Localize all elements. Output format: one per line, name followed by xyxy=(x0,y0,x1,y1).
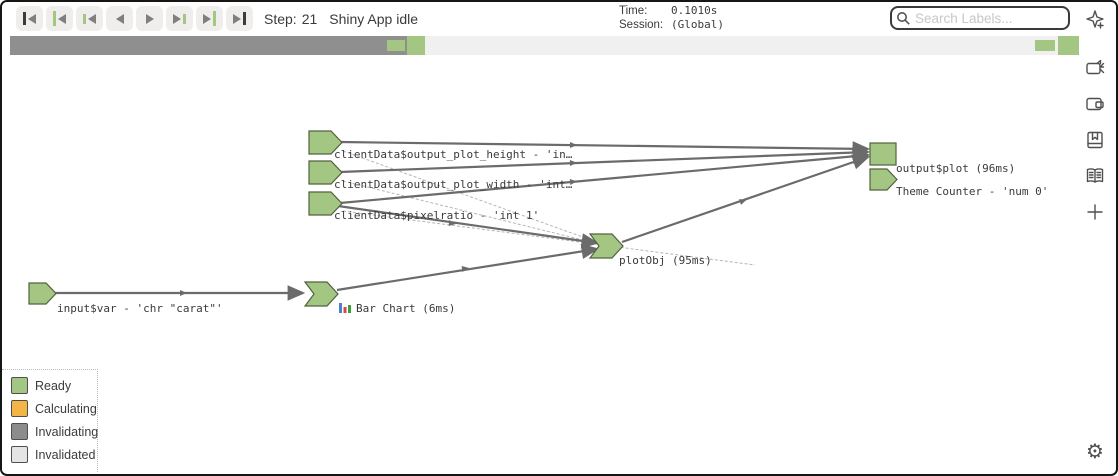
wallet-icon[interactable] xyxy=(1084,93,1106,115)
edge-height-plotobj-dashed xyxy=(342,150,592,241)
timeline-handle-current[interactable] xyxy=(407,36,425,55)
ready-swatch xyxy=(11,377,28,394)
session-label: Session: xyxy=(619,19,664,31)
bar-chart-icon xyxy=(339,303,351,313)
step-forward-icon xyxy=(233,13,241,24)
edge-width-outputplot xyxy=(339,144,871,174)
step-forward-icon xyxy=(203,13,211,24)
step-forward-medium-button[interactable] xyxy=(166,6,193,31)
playback-controls xyxy=(16,6,253,31)
node-clientdata-output-plot-width[interactable] xyxy=(308,160,343,185)
step-forward-large-button[interactable] xyxy=(196,6,223,31)
arrowhead xyxy=(180,290,187,296)
calculating-swatch xyxy=(11,400,28,417)
step-back-icon xyxy=(28,13,36,24)
time-session-info: Time: 0.1010s Session: (Global) xyxy=(619,4,724,32)
arrowhead xyxy=(569,142,577,148)
edge-pixelratio-plotobj-dashed xyxy=(342,210,756,266)
node-plotobj[interactable] xyxy=(588,233,624,259)
time-label: Time: xyxy=(619,5,648,17)
legend-item-calculating: Calculating xyxy=(11,400,97,417)
search-input[interactable] xyxy=(913,9,1057,27)
marker-bar-icon xyxy=(53,11,56,26)
toolbar: Step: 21 Shiny App idle Time: 0.1010s Se… xyxy=(2,2,1116,35)
legend-item-invalidating: Invalidating xyxy=(11,423,99,440)
timeline-scrubber[interactable] xyxy=(10,36,1079,55)
gear-icon[interactable]: ⚙ xyxy=(1086,439,1104,463)
jump-to-start-button[interactable] xyxy=(16,6,43,31)
step-label: Step: xyxy=(264,10,297,27)
marker-bar-icon xyxy=(213,11,216,26)
sparkle-icon[interactable] xyxy=(1084,8,1106,30)
step-back-icon xyxy=(58,13,66,24)
node-clientdata-output-plot-height[interactable] xyxy=(308,130,343,155)
bookmark-book-icon[interactable] xyxy=(1084,129,1106,151)
step-forward-button[interactable] xyxy=(136,6,163,31)
step-value: 21 xyxy=(301,10,318,27)
timeline-progress xyxy=(10,36,407,55)
edge-plotobj-outputplot xyxy=(621,154,871,244)
step-forward-icon xyxy=(145,13,154,24)
step-forward-icon xyxy=(173,13,181,24)
node-clientdata-pixelratio[interactable] xyxy=(308,191,343,216)
arrowhead xyxy=(569,160,577,166)
marker-bar-icon xyxy=(183,13,186,24)
edge-height-outputplot xyxy=(339,140,871,157)
node-label-theme-counter[interactable]: Theme Counter - 'num 0' xyxy=(896,185,1048,198)
arrowhead xyxy=(448,220,456,226)
legend-label: Ready xyxy=(35,378,72,393)
legend-label: Calculating xyxy=(35,401,97,416)
session-value: (Global) xyxy=(671,18,724,31)
node-label-bar-chart[interactable]: Bar Chart (6ms) xyxy=(356,302,455,315)
step-back-medium-button[interactable] xyxy=(76,6,103,31)
legend-item-invalidated: Invalidated xyxy=(11,446,97,463)
edge-pixelratio-outputplot xyxy=(339,148,871,205)
edge-pixelratio-plotobj xyxy=(337,204,600,249)
step-back-large-button[interactable] xyxy=(46,6,73,31)
marker-bar-icon xyxy=(83,13,86,24)
search-icon xyxy=(897,11,910,25)
node-label-output-plot[interactable]: output$plot (96ms) xyxy=(896,162,1015,175)
edge-width-plotobj-dashed xyxy=(342,180,592,243)
start-bar-icon xyxy=(23,12,26,25)
arrowhead xyxy=(739,199,747,205)
timeline-mark-end xyxy=(1035,40,1055,51)
edge-barchart-plotobj xyxy=(336,243,600,292)
legend-label: Invalidating xyxy=(35,424,99,439)
step-back-button[interactable] xyxy=(106,6,133,31)
step-back-icon xyxy=(115,13,124,24)
node-input-var[interactable] xyxy=(28,282,57,305)
end-bar-icon xyxy=(243,12,246,25)
search-box xyxy=(890,6,1070,30)
timeline-handle-end[interactable] xyxy=(1058,36,1079,55)
app-status: Shiny App idle xyxy=(329,10,419,27)
invalidated-swatch xyxy=(11,446,28,463)
step-status: Step: 21 Shiny App idle xyxy=(264,2,418,35)
node-label-clientdata-output-plot-width[interactable]: clientData$output_plot_width - 'int… xyxy=(334,178,573,191)
time-value: 0.1010s xyxy=(671,4,718,17)
node-theme-counter[interactable] xyxy=(869,168,898,191)
node-label-plotobj[interactable]: plotObj (95ms) xyxy=(619,254,712,267)
legend-label: Invalidated xyxy=(35,447,96,462)
step-back-icon xyxy=(88,13,96,24)
node-label-clientdata-output-plot-height[interactable]: clientData$output_plot_height - 'in… xyxy=(334,148,573,161)
state-legend: Ready Calculating Invalidating Invalidat… xyxy=(2,369,98,472)
arrowhead xyxy=(461,266,469,272)
jump-to-end-button[interactable] xyxy=(226,6,253,31)
video-camera-icon[interactable] xyxy=(1084,57,1106,79)
open-book-icon[interactable] xyxy=(1084,165,1106,187)
arrowhead xyxy=(569,179,577,185)
node-label-clientdata-pixelratio[interactable]: clientData$pixelratio - 'int 1' xyxy=(334,209,539,222)
invalidating-swatch xyxy=(11,423,28,440)
node-label-input-var[interactable]: input$var - 'chr "carat"' xyxy=(57,302,223,315)
timeline-mark-current xyxy=(387,40,405,51)
plus-icon[interactable] xyxy=(1084,201,1106,223)
node-bar-chart[interactable] xyxy=(303,281,339,307)
node-output-plot[interactable] xyxy=(869,142,897,166)
legend-item-ready: Ready xyxy=(11,377,97,394)
